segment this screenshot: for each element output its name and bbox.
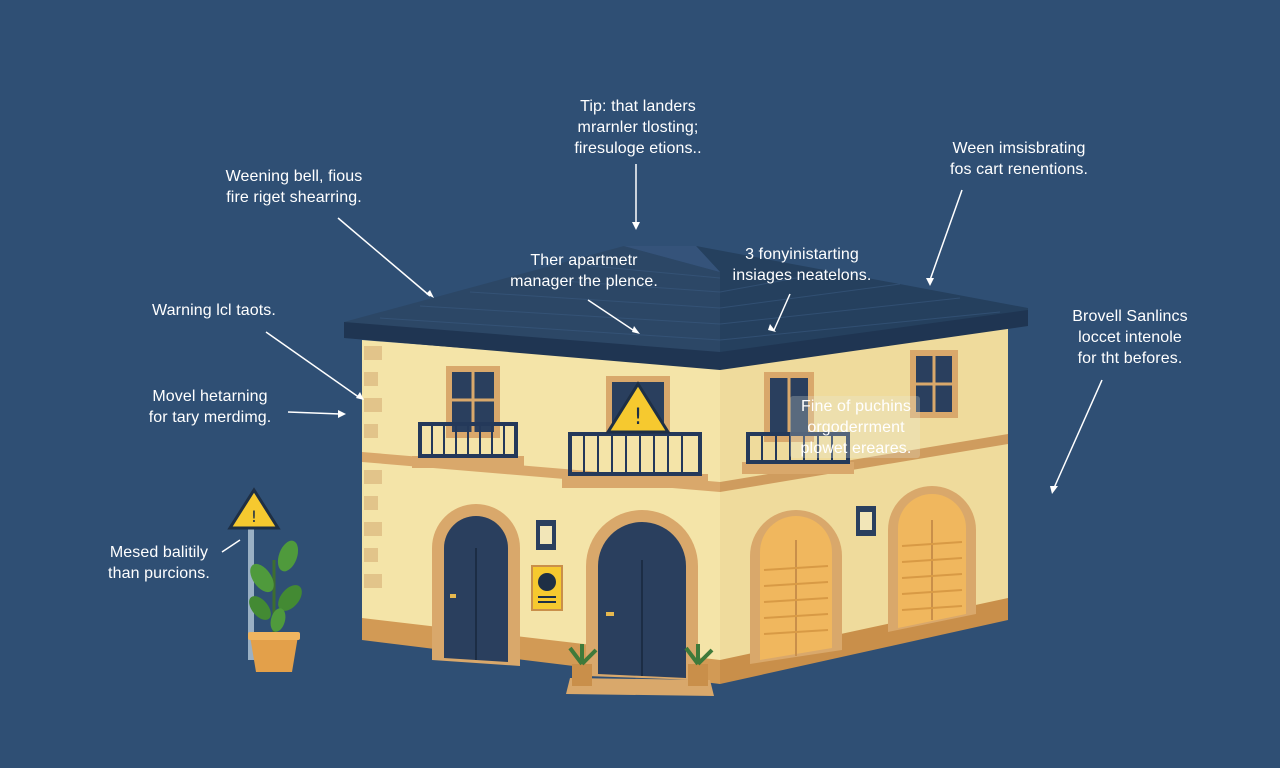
annotation-line: Weening bell, fious [225, 168, 363, 185]
door-far-right-shutters [888, 486, 976, 632]
annotation-line: fos cart renentions. [949, 161, 1089, 178]
wall-lamp-left-icon [536, 520, 556, 550]
annotation-roof-right: 3 fonyinistarting insiages neatelons. [712, 244, 892, 286]
svg-text:!: ! [251, 507, 257, 526]
door-center [586, 510, 698, 680]
leader-right-middle [1053, 379, 1103, 489]
annotation-line: firesuloge etions.. [574, 140, 702, 157]
leader-roof-left [587, 299, 637, 333]
leader-left-middle [287, 411, 341, 415]
annotation-line: loccet intenole [1078, 329, 1182, 346]
annotation-left-middle: Movel hetarning for tary merdimg. [128, 386, 292, 428]
annotation-window-overlay: Fine of puchins orgoderrment plowet erea… [780, 396, 932, 459]
cornice-right [720, 434, 1008, 492]
annotation-line: fire riget shearring. [226, 189, 362, 206]
annotation-line: orgoderrment [807, 419, 905, 436]
annotation-top-left: Weening bell, fious fire riget shearring… [200, 166, 388, 208]
door-left [432, 504, 520, 666]
entrance-steps [566, 678, 714, 696]
annotation-line: Brovell Sanlincs [1072, 308, 1188, 325]
annotation-line: insiages neatelons. [732, 267, 872, 284]
annotation-right-middle: Brovell Sanlincs loccet intenole for tht… [1050, 306, 1210, 369]
annotation-line: than purcions. [108, 565, 210, 582]
balcony-right [742, 432, 854, 474]
leader-roof-right [773, 293, 791, 331]
balcony-center [562, 432, 708, 488]
annotation-line: Fine of puchins [800, 398, 911, 415]
annotation-line: Ther apartmetr [530, 252, 638, 269]
building [344, 246, 1028, 696]
leader-top-right [929, 189, 963, 281]
upper-window-right [764, 372, 814, 442]
annotation-line: plowet ereares. [800, 440, 912, 457]
annotation-line: Ween imsisbrating [952, 140, 1086, 157]
annotation-top-right: Ween imsisbrating fos cart renentions. [924, 138, 1114, 180]
annotation-line: Tip: that landers [580, 98, 696, 115]
door-plant-right-icon [684, 644, 714, 686]
window-callout-box [790, 396, 920, 458]
annotation-line: manager the plence. [510, 273, 658, 290]
warning-sign-post-icon [227, 487, 281, 530]
annotation-line: Warning lcl taots. [152, 302, 276, 319]
wall-lamp-right-icon [856, 506, 876, 536]
annotation-bottom-left: Mesed balitily than purcions. [92, 542, 226, 584]
annotation-roof-left: Ther apartmetr manager the plence. [496, 250, 672, 292]
svg-text:!: ! [634, 405, 643, 430]
annotation-line: Mesed balitily [109, 544, 209, 561]
roof-tiles [379, 263, 1001, 341]
door-plant-left-icon [568, 644, 598, 686]
annotation-line: Movel hetarning [152, 388, 268, 405]
upper-window-far-right [910, 350, 958, 418]
roof-eave [344, 310, 1028, 370]
leader-left-upper [265, 331, 361, 399]
leader-bottom-left [221, 539, 241, 553]
annotation-line: for tary merdimg. [148, 409, 272, 426]
leader-top-left [337, 217, 431, 297]
leader-lines [221, 164, 1103, 553]
annotation-left-upper: Warning lcl taots. [136, 300, 292, 321]
annotation-top-center: Tip: that landers mrarnler tlosting; fir… [548, 96, 728, 159]
annotation-line: for tht befores. [1077, 350, 1183, 367]
roof-top [624, 246, 720, 272]
potted-plant-icon [248, 540, 302, 672]
warning-sign-window-icon: ! [605, 381, 671, 434]
balcony-left [412, 422, 524, 468]
hazard-placard-icon [531, 565, 563, 611]
corner-quoins [364, 346, 382, 588]
annotation-line: 3 fonyinistarting [745, 246, 859, 263]
roof-left [344, 246, 720, 356]
warning-sign-post: ! [227, 487, 281, 660]
door-right-shutters [750, 510, 842, 664]
annotation-line: mrarnler tlosting; [577, 119, 699, 136]
